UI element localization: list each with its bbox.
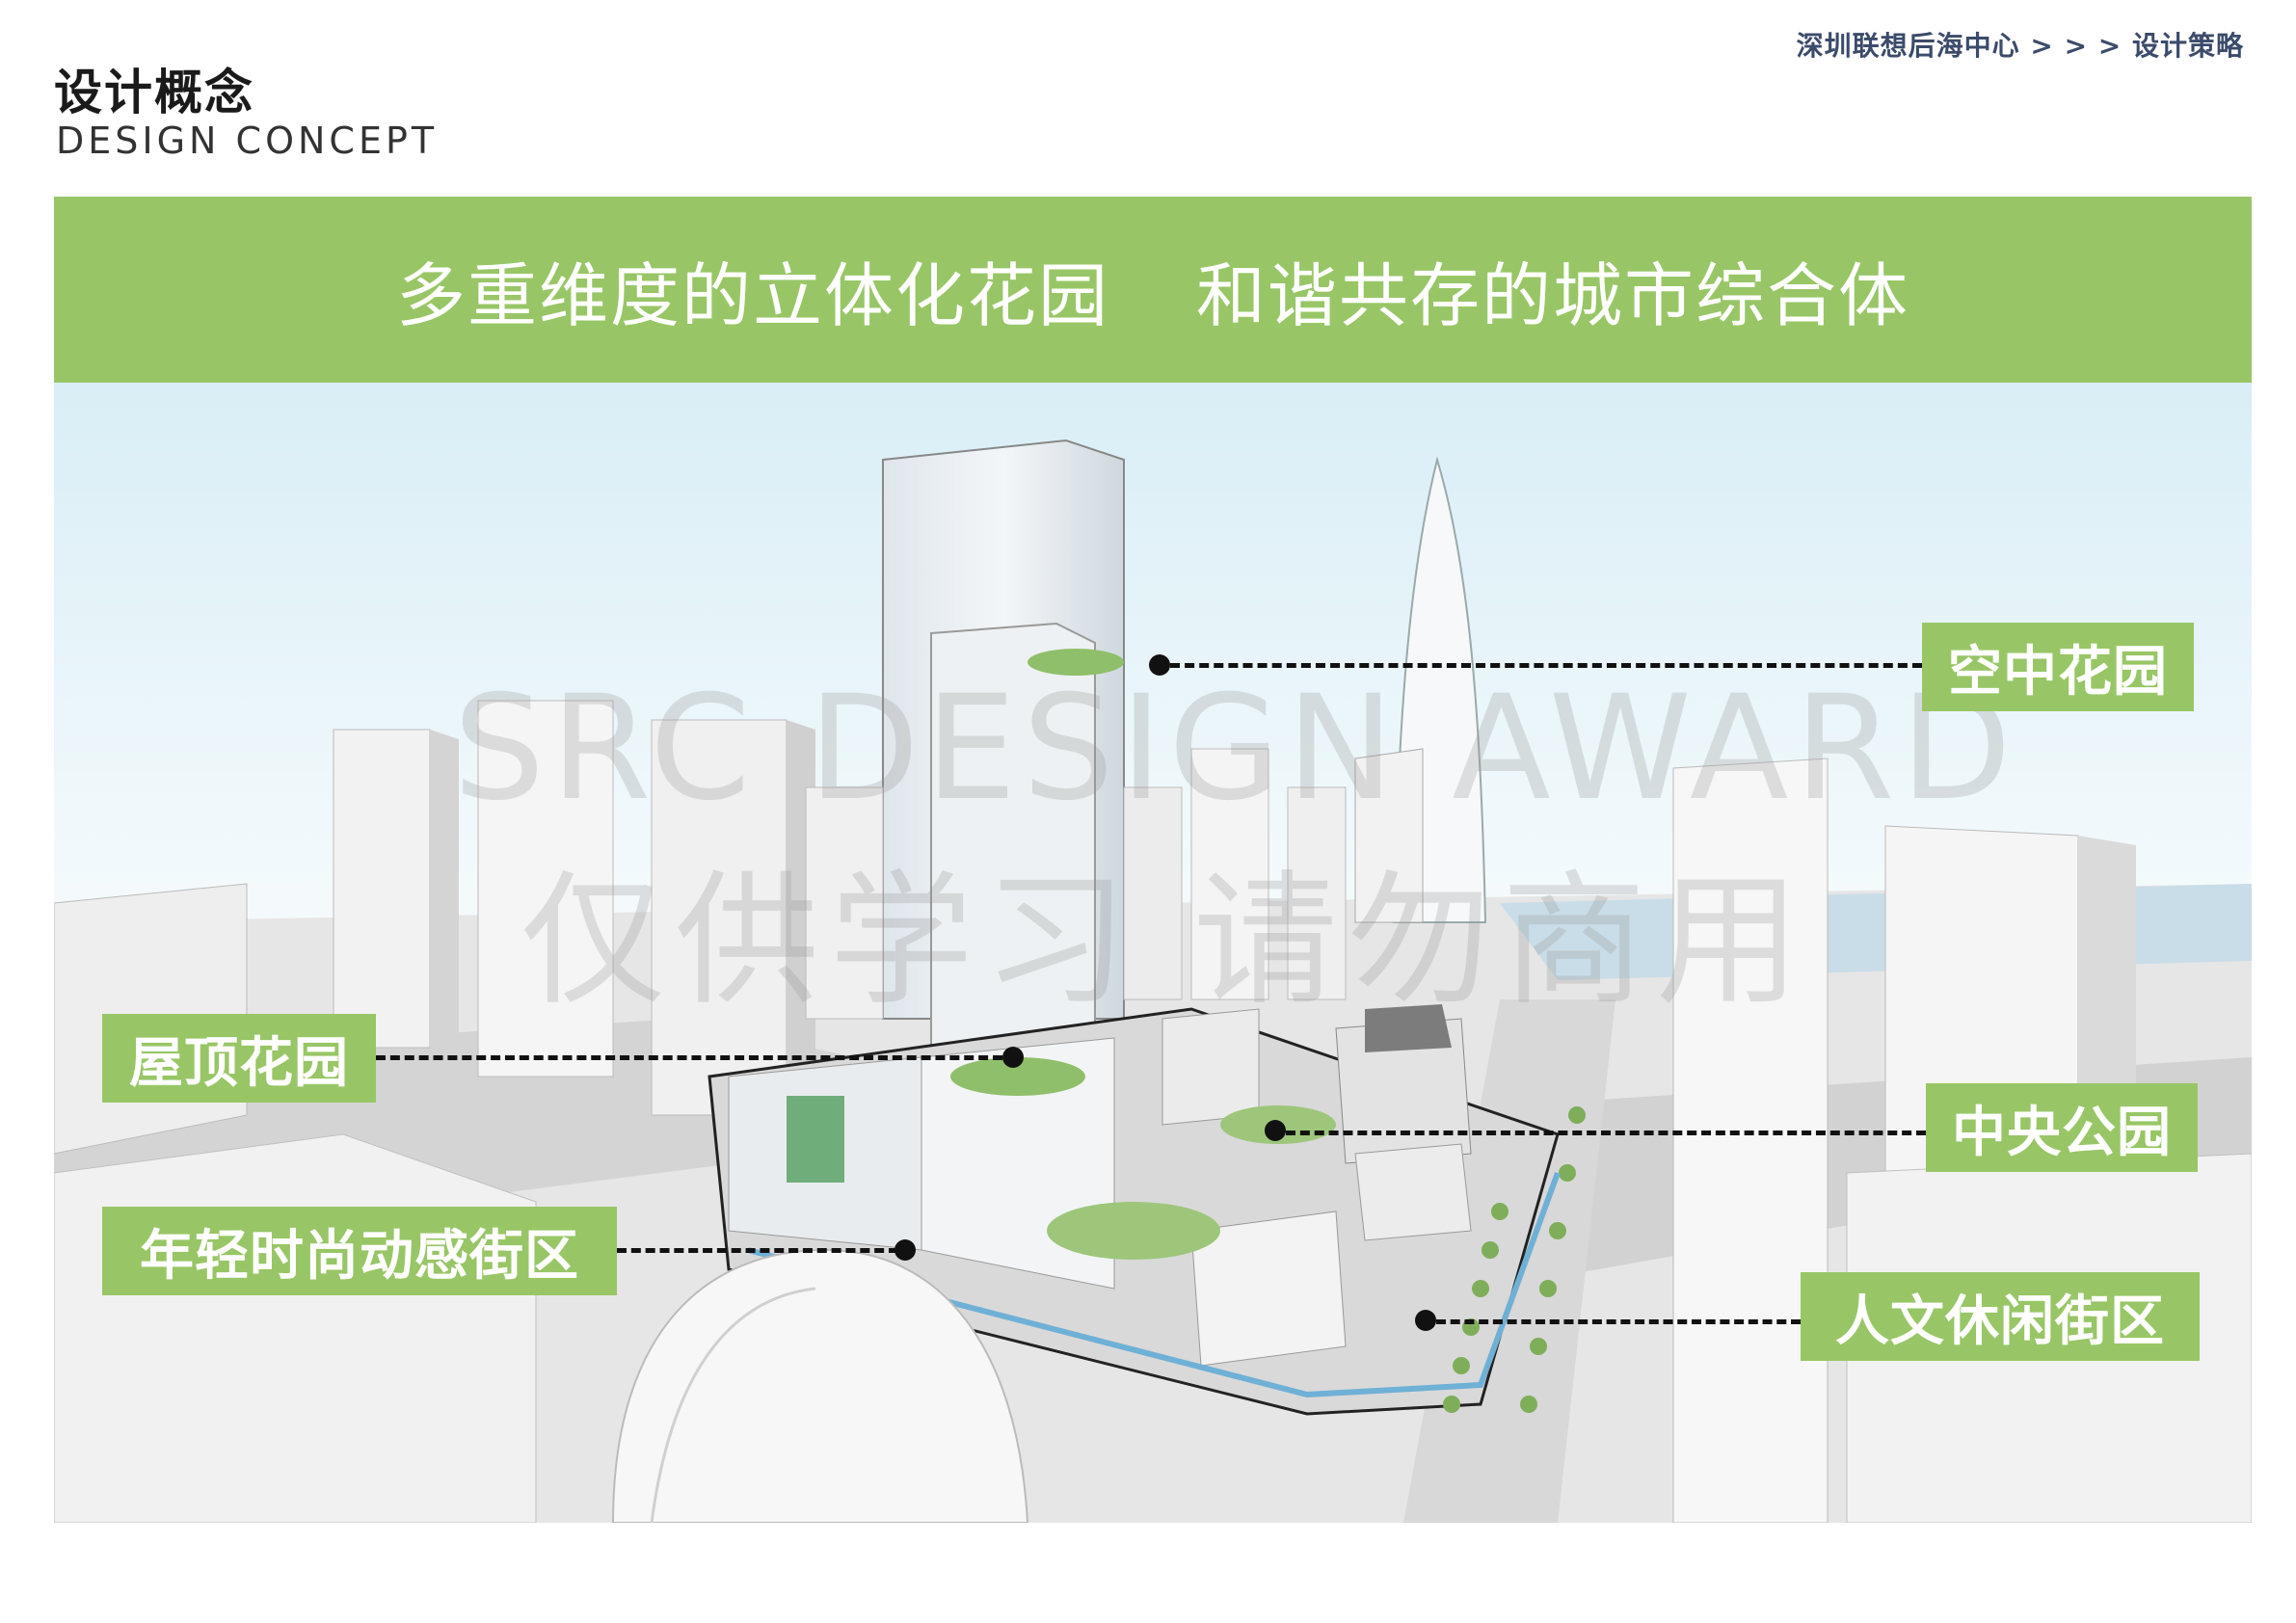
sky-garden-label: 空中花园	[1922, 623, 2194, 711]
breadcrumb: 深圳联想后海中心 > > > 设计策略	[1796, 30, 2244, 62]
banner-text-right: 和谐共存的城市综合体	[1196, 255, 1910, 336]
page-subtitle: DESIGN CONCEPT	[56, 120, 439, 162]
central-park-marker	[1265, 1120, 1286, 1141]
concept-banner: 多重维度的立体化花园 和谐共存的城市综合体	[54, 197, 2252, 383]
sky-garden-leader	[1170, 663, 1922, 668]
culture-street-label: 人文休闲街区	[1801, 1272, 2200, 1361]
roof-garden-leader	[376, 1055, 1002, 1060]
page-title: 设计概念	[54, 65, 254, 120]
banner-text-left: 多重维度的立体化花园	[395, 255, 1109, 336]
sky-garden-marker	[1149, 654, 1170, 676]
roof-garden-label: 屋顶花园	[102, 1014, 376, 1103]
roof-garden-marker	[1002, 1047, 1024, 1068]
central-park-label: 中央公园	[1926, 1083, 2198, 1172]
youth-street-label: 年轻时尚动感街区	[102, 1207, 617, 1295]
culture-street-marker	[1415, 1310, 1436, 1331]
youth-street-leader	[617, 1248, 898, 1253]
central-park-leader	[1286, 1131, 1926, 1135]
youth-street-marker	[894, 1239, 916, 1261]
culture-street-leader	[1436, 1319, 1801, 1324]
